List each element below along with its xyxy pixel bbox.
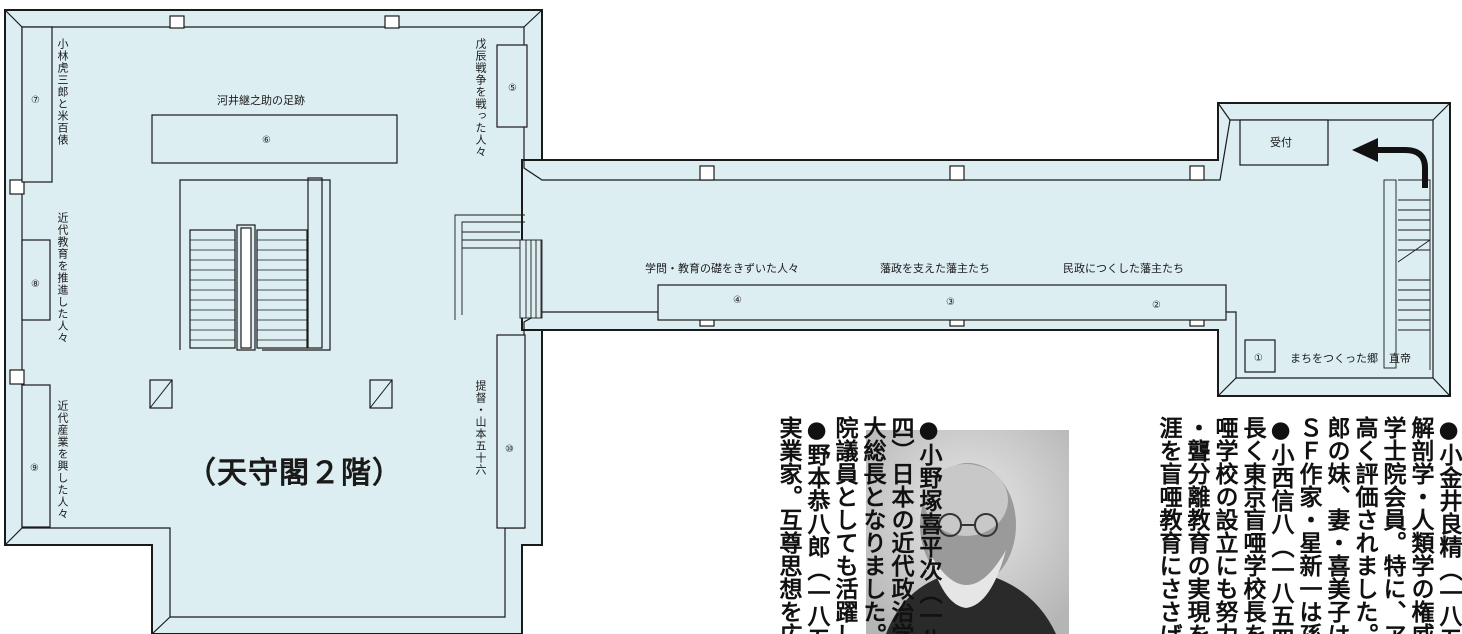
text-column: ●小金井良精（一八五 (1435, 416, 1462, 634)
zone-7-label: 小林虎三郎と米百俵 (56, 38, 69, 146)
panel-5 (496, 44, 528, 128)
text-column: ●野本恭八郎（一八五 (803, 416, 830, 634)
zone-9-label: 近代産業を興した人々 (56, 400, 69, 520)
biography-text: ●小金井良精（一八五 解剖学・人類学の権威 学士院会員。特に、ア 高く評価されま… (660, 410, 1462, 634)
badge-7: ⑦ (31, 95, 40, 106)
display-case-6 (151, 114, 398, 164)
badge-1: ① (1254, 353, 1263, 364)
floor-title: （天守閣２階） (186, 456, 403, 491)
badge-8: ⑧ (31, 279, 40, 290)
text-column: 大総長となりました。 (859, 416, 886, 634)
text-column: 高く評価されました。 (1351, 416, 1378, 634)
zone-10-label: 提督・山本五十六 (474, 380, 487, 476)
arrow-head (1352, 138, 1378, 162)
badge-2: ② (1152, 300, 1161, 311)
text-column: 院議員としても活躍し (831, 416, 858, 634)
text-column: 四）日本の近代政治学 (887, 416, 914, 634)
panel-8 (21, 239, 51, 321)
curved-arrow-left-icon (1375, 147, 1428, 188)
panel-7 (21, 26, 53, 183)
display-case-234 (657, 284, 1227, 321)
text-column: 学士院会員。特に、ア (1379, 416, 1406, 634)
zone-2-label: 民政につくした藩主たち (1063, 261, 1184, 275)
reception-desk (1239, 119, 1329, 166)
central-staircase (179, 177, 331, 351)
badge-3: ③ (946, 297, 955, 308)
badge-5: ⑤ (508, 83, 517, 94)
text-column: ・聾分離教育の実現を (1183, 416, 1210, 634)
text-column: 郎の妹、妻・喜美子は (1323, 416, 1350, 634)
text-column: ＳＦ作家・星新一は孫 (1295, 416, 1322, 634)
text-column: ●小野塚喜平次（一八 (915, 416, 942, 634)
text-column: 長く東京盲唖学校長を (1239, 416, 1266, 634)
reception-label: 受付 (1270, 136, 1292, 149)
zone-4-label: 学問・教育の礎をきずいた人々 (645, 261, 799, 275)
text-column: 唖学校の設立にも努力 (1211, 416, 1238, 634)
panel-10 (496, 334, 526, 529)
east-stair (1383, 179, 1431, 370)
badge-10: ⑩ (505, 444, 514, 455)
panel-1 (1244, 339, 1276, 373)
badge-4: ④ (733, 295, 742, 306)
zone-6-label: 河井継之助の足跡 (217, 93, 305, 107)
panel-9 (21, 384, 51, 528)
badge-6: ⑥ (262, 135, 271, 146)
text-column: 涯を盲唖教育にささげ (1155, 416, 1182, 634)
zone-5-label: 戊辰戦争を戦った人々 (474, 38, 487, 158)
portrait-photo (866, 430, 1069, 634)
text-column: ●小西信八（一八五四 (1267, 416, 1294, 634)
zone-1-label: まちをつくった郷 直帝 (1290, 351, 1411, 365)
text-column: 解剖学・人類学の権威 (1407, 416, 1434, 634)
zone-3-label: 藩政を支えた藩主たち (880, 261, 990, 275)
corridor-stair (454, 214, 543, 320)
text-column: 実業家。互尊思想を広 (775, 416, 802, 634)
zone-8-label: 近代教育を推進した人々 (56, 212, 69, 344)
badge-9: ⑨ (30, 463, 39, 474)
